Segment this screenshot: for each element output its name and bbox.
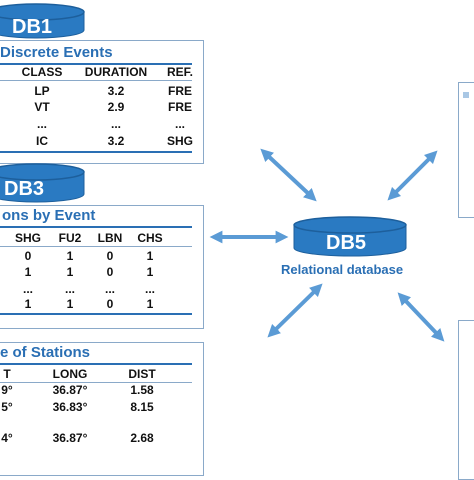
table-cell: IC xyxy=(36,134,48,148)
db3-col-chs: CHS xyxy=(137,231,163,245)
table-cell: 1 xyxy=(146,249,154,263)
db1-col-ref: REF. xyxy=(166,65,193,79)
table-cell: LP xyxy=(34,84,50,98)
table-cell: 0 xyxy=(106,249,114,263)
db3-bottom-rule xyxy=(0,313,192,315)
db3-header-underline xyxy=(0,246,192,247)
db3-cylinder-icon: DB3 xyxy=(0,163,85,203)
db5-cylinder-icon: DB5 xyxy=(293,216,407,257)
db3-col-lbn: LBN xyxy=(97,231,123,245)
db1-bottom-rule xyxy=(0,151,192,153)
table-cell: 36.87° xyxy=(52,383,88,397)
table-cell: 1 xyxy=(66,297,74,311)
table-cell: ... xyxy=(22,282,33,296)
db1-header-underline xyxy=(0,80,192,81)
stations-col-long: LONG xyxy=(52,367,88,381)
db3-title: ons by Event xyxy=(2,207,96,224)
db3-panel xyxy=(0,205,204,329)
arrow-db5-right-bottom xyxy=(397,292,445,342)
db5-subtitle: Relational database xyxy=(281,262,404,277)
table-cell: VT xyxy=(34,100,50,114)
db1-title: Discrete Events xyxy=(0,44,113,61)
table-cell: FRE xyxy=(168,100,192,114)
arrow-db1-db5 xyxy=(260,148,317,202)
table-cell: 36.87° xyxy=(52,431,88,445)
table-cell: ... xyxy=(110,117,121,131)
table-cell: ... xyxy=(144,282,155,296)
stations-title-underline xyxy=(0,363,192,365)
table-cell: ... xyxy=(104,282,115,296)
table-cell: 1 xyxy=(24,297,32,311)
table-cell: 1 xyxy=(146,265,154,279)
table-cell: ... xyxy=(64,282,75,296)
table-cell: FRE xyxy=(168,84,192,98)
db3-col-shg: SHG xyxy=(14,231,41,245)
table-cell: ... xyxy=(174,117,185,131)
db5-label: DB5 xyxy=(326,232,366,254)
db1-title-underline xyxy=(0,63,192,65)
table-cell: 1.58 xyxy=(130,383,154,397)
stations-col-dist: DIST xyxy=(128,367,156,381)
db1-col-class: CLASS xyxy=(21,65,63,79)
db1-col-duration: DURATION xyxy=(84,65,148,79)
db3-label: DB3 xyxy=(4,178,44,200)
table-cell: 36.83° xyxy=(52,400,88,414)
table-cell: 2.68 xyxy=(130,431,154,445)
table-cell: 2.9 xyxy=(107,100,125,114)
table-cell: 4° xyxy=(1,431,13,445)
table-cell: 9° xyxy=(1,383,13,397)
table-cell: 0 xyxy=(24,249,32,263)
table-cell: 8.15 xyxy=(130,400,154,414)
table-cell: 1 xyxy=(24,265,32,279)
db1-cylinder-icon: DB1 xyxy=(0,3,85,39)
db1-label: DB1 xyxy=(12,16,52,38)
db3-col-fu2: FU2 xyxy=(58,231,82,245)
table-cell: 0 xyxy=(106,265,114,279)
db3-title-underline xyxy=(0,226,192,228)
table-cell: 3.2 xyxy=(107,134,125,148)
table-cell: 3.2 xyxy=(107,84,125,98)
table-cell: SHG xyxy=(166,134,193,148)
table-cell: ... xyxy=(36,117,47,131)
arrow-db5-right-top xyxy=(387,150,438,201)
stations-header-underline xyxy=(0,382,192,383)
table-cell: 1 xyxy=(66,249,74,263)
right-top-panel-marker xyxy=(463,92,469,98)
table-cell: 1 xyxy=(146,297,154,311)
stations-title: e of Stations xyxy=(0,344,91,361)
stations-col-lat: T xyxy=(3,367,11,381)
table-cell: 0 xyxy=(106,297,114,311)
right-top-panel xyxy=(458,82,474,218)
db1-panel xyxy=(0,40,204,164)
table-cell: 1 xyxy=(66,265,74,279)
arrow-stations-db5 xyxy=(267,283,323,338)
table-cell: 5° xyxy=(1,400,13,414)
